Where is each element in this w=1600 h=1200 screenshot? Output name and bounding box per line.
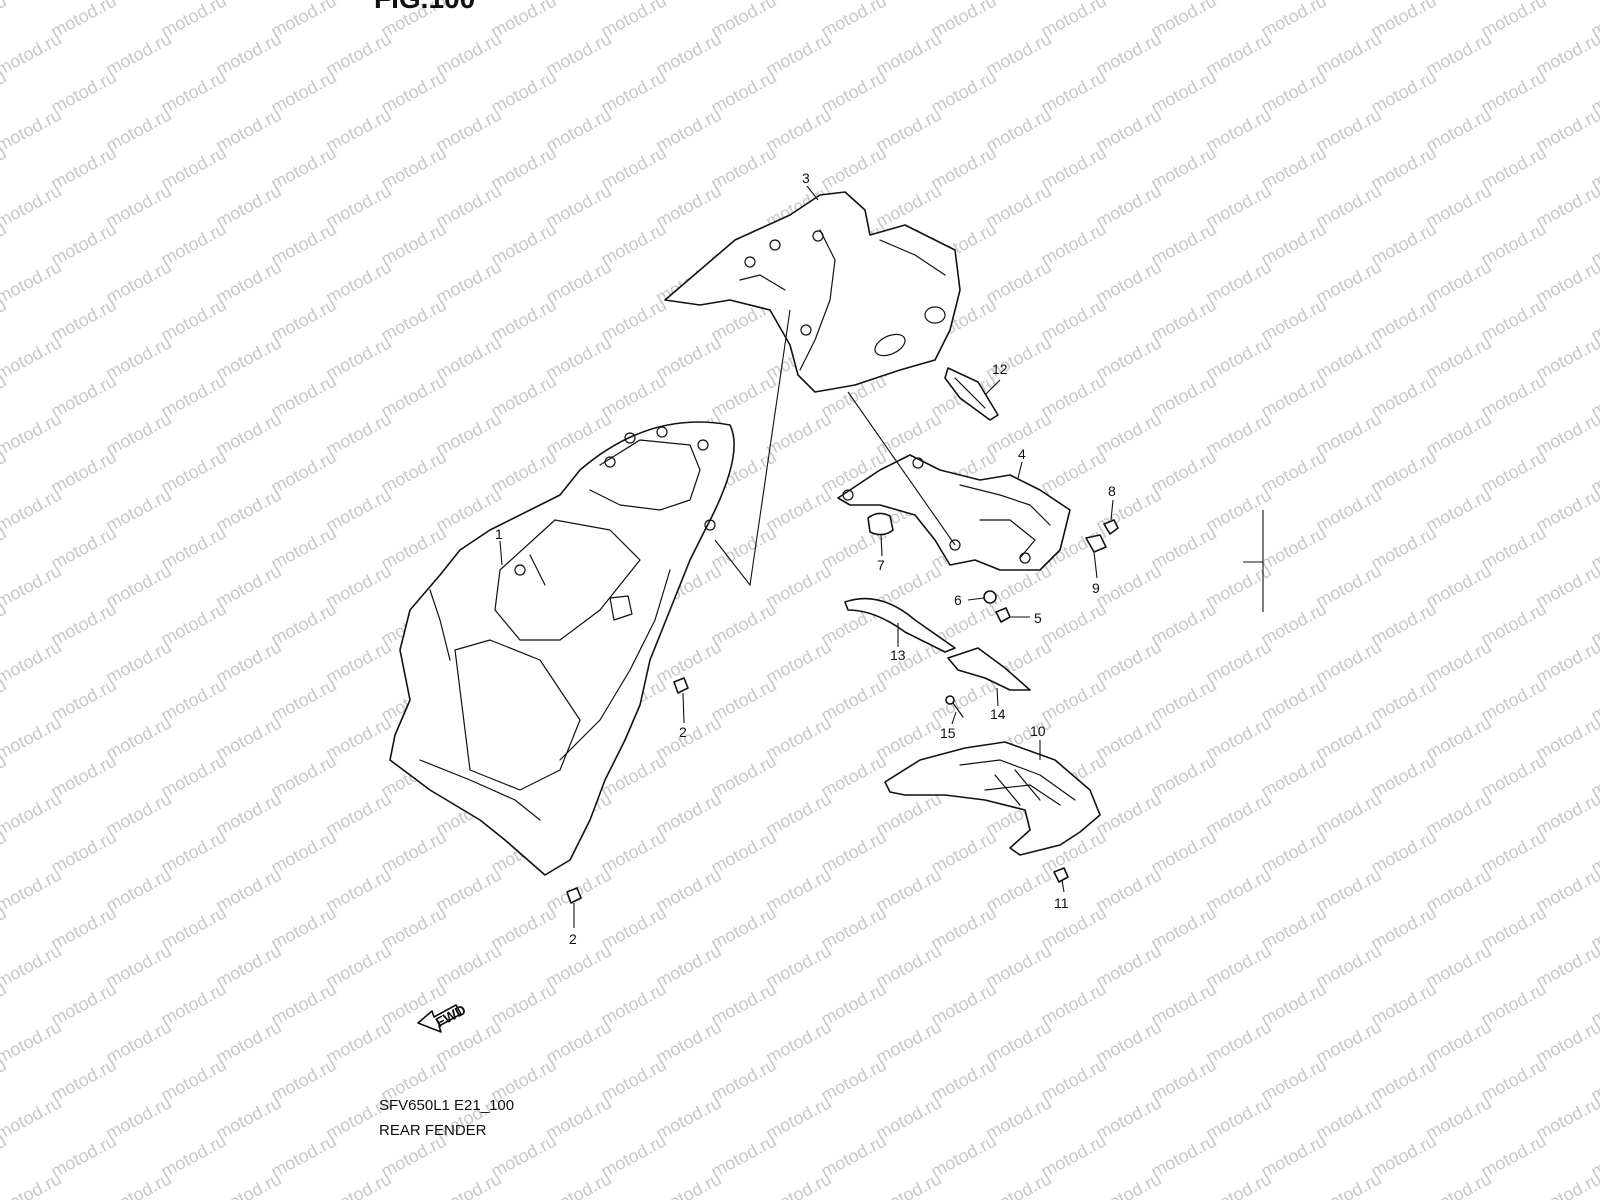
part-12-strip (944, 367, 999, 421)
part-7-grommet (867, 512, 894, 536)
callout-12: 12 (992, 361, 1008, 377)
callout-13: 13 (890, 647, 906, 663)
callout-3: 3 (802, 170, 810, 186)
assembly-line-3-to-4 (847, 391, 956, 546)
part-9-clip-nut (1085, 534, 1107, 553)
section-name: REAR FENDER (379, 1122, 487, 1139)
part-13-guard (844, 597, 956, 653)
part-8-screw (1103, 519, 1119, 535)
callout-10: 10 (1030, 723, 1046, 739)
callout-2-upper: 2 (679, 724, 687, 740)
part-5-bolt (995, 607, 1011, 623)
callout-9: 9 (1092, 580, 1100, 596)
part-6-collar (983, 590, 997, 604)
callout-4: 4 (1018, 446, 1026, 462)
part-1-rear-fender (389, 421, 735, 876)
callout-11: 11 (1054, 895, 1069, 911)
margin-marker (1243, 510, 1264, 612)
callout-2-lower: 2 (569, 931, 577, 947)
callout-7: 7 (877, 557, 885, 573)
fwd-label: FWD (433, 1001, 469, 1030)
model-code: SFV650L1 E21_100 (379, 1097, 515, 1114)
part-4-bracket (837, 454, 1071, 571)
part-15-screw (945, 695, 964, 718)
part-2-bolt-lower (566, 887, 582, 904)
callout-8: 8 (1108, 483, 1116, 499)
callout-6: 6 (954, 592, 962, 608)
callout-15: 15 (940, 725, 956, 741)
callout-1: 1 (495, 526, 503, 542)
fwd-arrow-icon: FWD (417, 1001, 469, 1033)
callout-14: 14 (990, 706, 1006, 722)
part-2-bolt-upper (673, 677, 689, 694)
assembly-line-3-to-1 (714, 309, 791, 587)
figure-title: FIG.100 (374, 0, 475, 15)
leader-lines (499, 185, 1114, 928)
part-10-plate-bracket (884, 741, 1101, 856)
part-14-cover (947, 647, 1031, 691)
part-11-bolt (1053, 867, 1069, 883)
callout-5: 5 (1034, 610, 1042, 626)
part-3-tail-cover (664, 191, 961, 393)
